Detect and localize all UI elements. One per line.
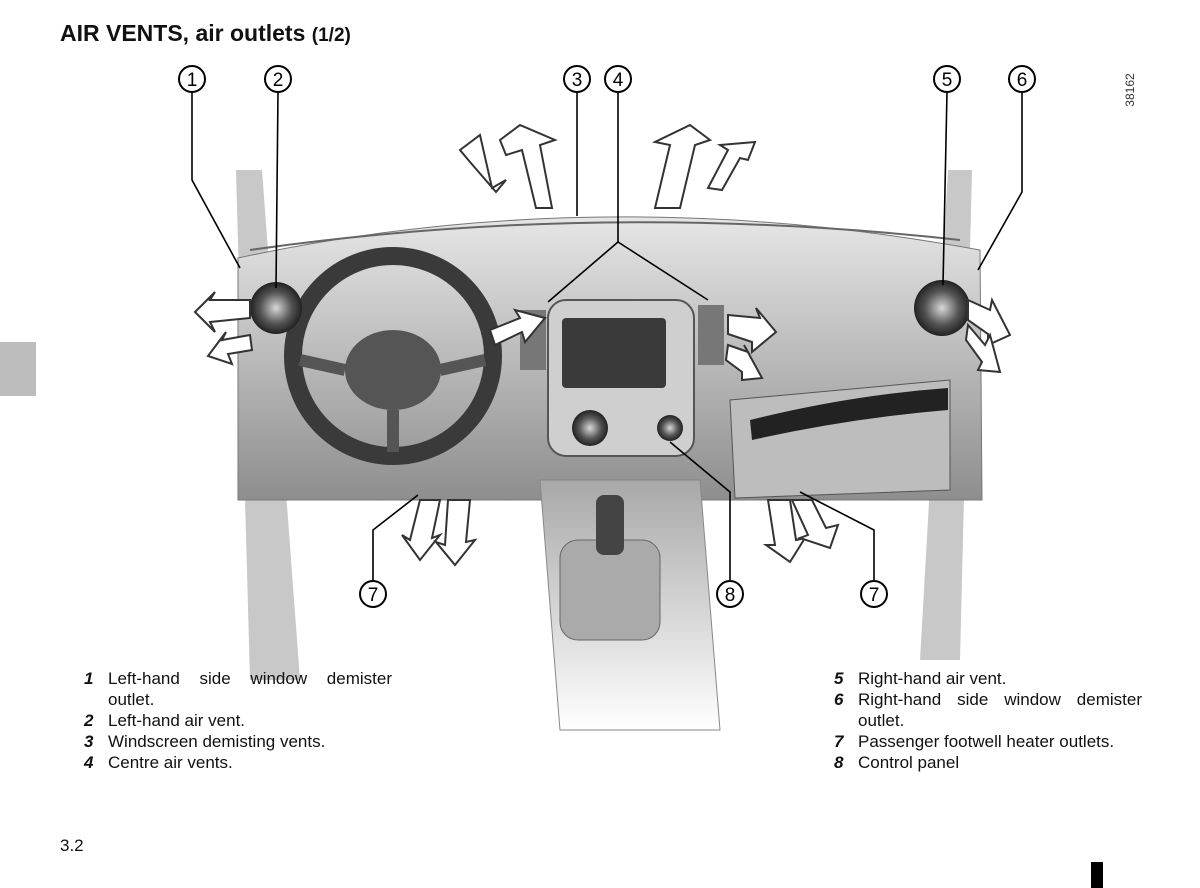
callout-1: 1 <box>178 65 206 93</box>
legend-text: Control panel <box>858 753 960 772</box>
legend-item: 5 Right-hand air vent. <box>834 668 1142 689</box>
page-title: AIR VENTS, air outlets (1/2) <box>60 20 351 47</box>
right-control-knob <box>657 415 683 441</box>
legend-item: 3 Windscreen demisting vents. <box>84 731 392 752</box>
svg-text:4: 4 <box>613 70 624 91</box>
svg-text:3: 3 <box>572 70 583 91</box>
callout-8: 8 <box>716 580 744 608</box>
legend-text: Right-hand air vent. <box>858 669 1007 688</box>
airflow-arrows <box>193 123 1012 567</box>
legend-text: Windscreen demisting vents. <box>108 732 326 751</box>
right-vent-arrow <box>964 322 1002 374</box>
footwell-arrow <box>401 499 444 562</box>
legend-right: 5 Right-hand air vent. 6 Right-hand side… <box>834 668 1142 773</box>
steering-wheel <box>284 247 502 465</box>
left-vent-arrow <box>193 291 251 333</box>
svg-text:2: 2 <box>273 70 284 91</box>
legend-item: 7 Passenger footwell heater outlets. <box>834 731 1142 752</box>
legend-number: 5 <box>834 669 844 688</box>
legend-number: 8 <box>834 753 844 772</box>
centre-vent-arrow <box>488 308 547 347</box>
callout-6: 6 <box>1008 65 1036 93</box>
footwell-arrow <box>762 499 808 564</box>
svg-text:7: 7 <box>368 585 379 606</box>
legend-number: 2 <box>84 711 94 730</box>
figure-number: 38162 <box>1123 73 1137 107</box>
leader-lines <box>191 91 1023 580</box>
callout-3: 3 <box>563 65 591 93</box>
title-part: (1/2) <box>311 25 351 46</box>
section-end-marker <box>1091 862 1103 888</box>
legend-left: 1 Left-hand side window demister outlet.… <box>84 668 392 773</box>
legend-text: Left-hand air vent. <box>108 711 246 730</box>
legend-number: 7 <box>834 732 844 751</box>
centre-vent-arrow <box>727 307 778 355</box>
legend-text: Left-hand side window demister outlet. <box>108 669 392 709</box>
right-vent-arrow <box>967 296 1012 347</box>
windscreen-vent-strip <box>249 221 961 251</box>
callout-7-left: 7 <box>359 580 387 608</box>
legend-text: Centre air vents. <box>108 753 233 772</box>
callout-4: 4 <box>604 65 632 93</box>
svg-text:7: 7 <box>869 585 880 606</box>
legend-text: Right-hand side window demister outlet. <box>858 690 1142 730</box>
callout-7-right: 7 <box>860 580 888 608</box>
windscreen-arrow <box>651 123 713 209</box>
legend-number: 3 <box>84 732 94 751</box>
svg-text:6: 6 <box>1017 70 1028 91</box>
callout-markers: 1 2 3 4 5 6 7 8 <box>178 65 1036 608</box>
page-number: 3.2 <box>60 836 84 855</box>
left-air-vent <box>250 282 302 334</box>
callout-5: 5 <box>933 65 961 93</box>
footwell-arrow <box>433 499 478 567</box>
footwell-arrow <box>790 499 840 550</box>
left-control-knob <box>572 410 608 446</box>
legend-item: 4 Centre air vents. <box>84 752 392 773</box>
svg-text:5: 5 <box>942 70 953 91</box>
title-text: AIR VENTS, air outlets <box>60 20 306 46</box>
glovebox-trim <box>750 388 948 440</box>
touchscreen <box>562 318 666 388</box>
chapter-tab <box>0 342 36 396</box>
gear-lever <box>596 495 624 555</box>
centre-right-vent <box>698 305 724 365</box>
left-vent-arrow <box>206 331 254 366</box>
legend-item: 8 Control panel <box>834 752 1142 773</box>
steering-hub <box>345 330 441 410</box>
steering-spokes <box>298 354 487 452</box>
legend-item: 1 Left-hand side window demister outlet. <box>84 668 392 710</box>
centre-vent-arrow <box>724 343 764 382</box>
legend-item: 6 Right-hand side window demister outlet… <box>834 689 1142 731</box>
legend-item: 2 Left-hand air vent. <box>84 710 392 731</box>
legend-text: Passenger footwell heater outlets. <box>858 732 1115 751</box>
svg-text:1: 1 <box>187 70 198 91</box>
legend-number: 4 <box>84 753 94 772</box>
legend-number: 6 <box>834 690 844 709</box>
legend-number: 1 <box>84 669 94 688</box>
windscreen-arrow <box>498 123 558 209</box>
svg-text:8: 8 <box>725 585 736 606</box>
windscreen-arrow <box>706 140 757 192</box>
callout-2: 2 <box>264 65 292 93</box>
windscreen-arrow <box>458 133 507 194</box>
right-air-vent <box>914 280 970 336</box>
